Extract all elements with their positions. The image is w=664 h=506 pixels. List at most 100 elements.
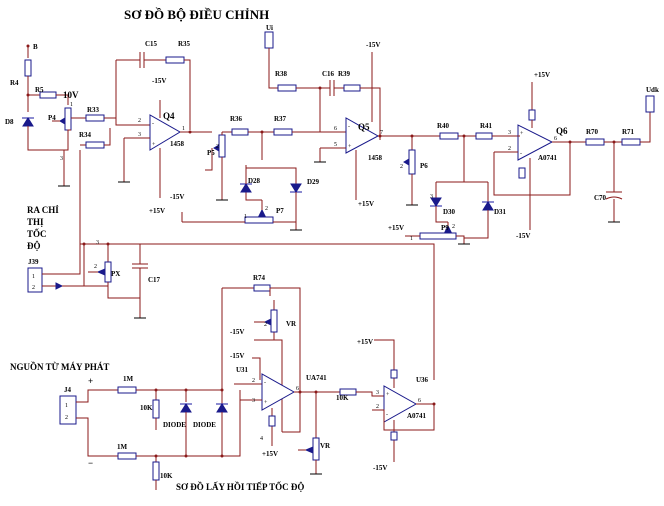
label-J4: J4 — [64, 386, 72, 394]
svg-text:6: 6 — [296, 386, 299, 392]
resistor-r74 — [253, 284, 271, 292]
svg-text:-: - — [520, 151, 522, 157]
diode-d31 — [482, 201, 494, 211]
svg-text:+: + — [152, 142, 156, 148]
svg-text:-: - — [348, 124, 350, 130]
svg-text:4: 4 — [260, 436, 263, 442]
q5-stage: - + Ui R38 C16 R39 -15V Q5 1458 +15V 6 5… — [264, 24, 420, 208]
svg-text:2: 2 — [265, 206, 268, 212]
potentiometer-p6 — [408, 149, 416, 175]
label-plus15-d: +15V — [534, 71, 550, 79]
resistor-r41 — [475, 132, 493, 140]
label-minus15-a: -15V — [152, 77, 166, 85]
label-P9: P9 — [441, 224, 449, 232]
svg-text:3: 3 — [60, 156, 63, 162]
potentiometer-vr2 — [312, 437, 320, 461]
svg-text:1: 1 — [410, 236, 413, 242]
label-D31: D31 — [494, 208, 507, 216]
resistor-1m-a — [117, 386, 137, 394]
label-minus: − — [88, 458, 93, 468]
label-R71: R71 — [622, 128, 635, 136]
svg-text:1: 1 — [65, 403, 68, 409]
svg-text:+: + — [264, 400, 268, 406]
label-Q5: Q5 — [358, 122, 370, 132]
resistor-r37 — [273, 128, 293, 136]
diode-d28 — [240, 183, 252, 193]
label-1M-a: 1M — [123, 375, 134, 383]
label-Udk: Udk — [646, 86, 659, 94]
resistor-r70 — [585, 138, 605, 146]
svg-text:6: 6 — [418, 398, 421, 404]
label-10K-a: 10K — [140, 404, 153, 412]
zener-diode-d8 — [22, 117, 34, 127]
label-A0741-a: A0741 — [538, 154, 558, 162]
label-minus15-c: -15V — [366, 41, 380, 49]
label-R37: R37 — [274, 115, 287, 123]
resistor-r35 — [165, 56, 185, 64]
label-VR-1: VR — [286, 320, 297, 328]
label-minus15-f: -15V — [230, 352, 244, 360]
opamp-u36 — [383, 385, 418, 423]
label-D28: D28 — [248, 177, 261, 185]
label-D8: D8 — [5, 118, 14, 126]
svg-text:7: 7 — [380, 130, 383, 136]
label-P4: P4 — [48, 114, 56, 122]
svg-text:2: 2 — [376, 404, 379, 410]
label-R40: R40 — [437, 122, 450, 130]
connector-j39 — [27, 267, 43, 293]
svg-text:+: + — [386, 392, 390, 398]
label-10K-c: 10K — [336, 394, 349, 402]
label-R34: R34 — [79, 131, 92, 139]
label-A0741-b: A0741 — [407, 412, 427, 420]
svg-text:2: 2 — [32, 285, 35, 291]
svg-text:+: + — [520, 131, 524, 137]
label-R41: R41 — [480, 122, 493, 130]
resistor-1m-b — [117, 452, 137, 460]
label-VR-2: VR — [320, 442, 331, 450]
label-PX: PX — [111, 270, 120, 278]
label-1M-b: 1M — [117, 443, 128, 451]
opamp-q4 — [149, 114, 181, 151]
label-R39: R39 — [338, 70, 351, 78]
label-10K-b: 10K — [160, 472, 173, 480]
svg-text:3: 3 — [376, 390, 379, 396]
label-1458-a: 1458 — [170, 140, 185, 148]
label-UA741: UA741 — [306, 374, 327, 382]
resistor-10k-a — [152, 399, 160, 419]
svg-text:6: 6 — [554, 136, 557, 142]
label-diode-b: DIODE — [193, 421, 216, 429]
svg-text:+: + — [348, 144, 352, 150]
resistor-r38 — [277, 84, 297, 92]
label-B: B — [33, 43, 38, 51]
label-R4: R4 — [10, 79, 19, 87]
svg-text:1: 1 — [182, 126, 185, 132]
label-R74: R74 — [253, 274, 266, 282]
svg-text:-: - — [152, 121, 154, 127]
side-label-line4: ĐỘ — [27, 241, 41, 251]
label-plus15-a: +15V — [149, 207, 165, 215]
label-Q6: Q6 — [556, 126, 568, 136]
svg-text:5: 5 — [334, 142, 337, 148]
label-10V: 10V — [63, 90, 79, 100]
diode-d29 — [290, 183, 302, 193]
svg-text:-: - — [386, 412, 388, 418]
svg-text:6: 6 — [334, 126, 337, 132]
label-minus15-e: -15V — [230, 328, 244, 336]
diagram-title: SƠ ĐỒ BỘ ĐIỀU CHỈNH — [124, 7, 269, 22]
potentiometer-p9 — [419, 232, 457, 240]
label-P6: P6 — [420, 162, 428, 170]
connector-ui — [264, 31, 274, 49]
svg-text:2: 2 — [65, 415, 68, 421]
label-J39: J39 — [28, 258, 39, 266]
svg-text:2: 2 — [508, 146, 511, 152]
q6-output-stage: + - +15V Q6 A0741 -15V R70 R71 C70 Udk 3… — [493, 71, 659, 240]
label-U36: U36 — [416, 376, 429, 384]
potentiometer-p7 — [244, 216, 274, 224]
resistor-r33 — [85, 114, 105, 122]
resistor-r4 — [24, 59, 32, 77]
svg-text:2: 2 — [94, 264, 97, 270]
svg-text:3: 3 — [138, 132, 141, 138]
svg-text:2: 2 — [216, 144, 219, 150]
opamp-q6 — [517, 124, 554, 161]
side-label-line2: THỊ — [27, 217, 44, 227]
